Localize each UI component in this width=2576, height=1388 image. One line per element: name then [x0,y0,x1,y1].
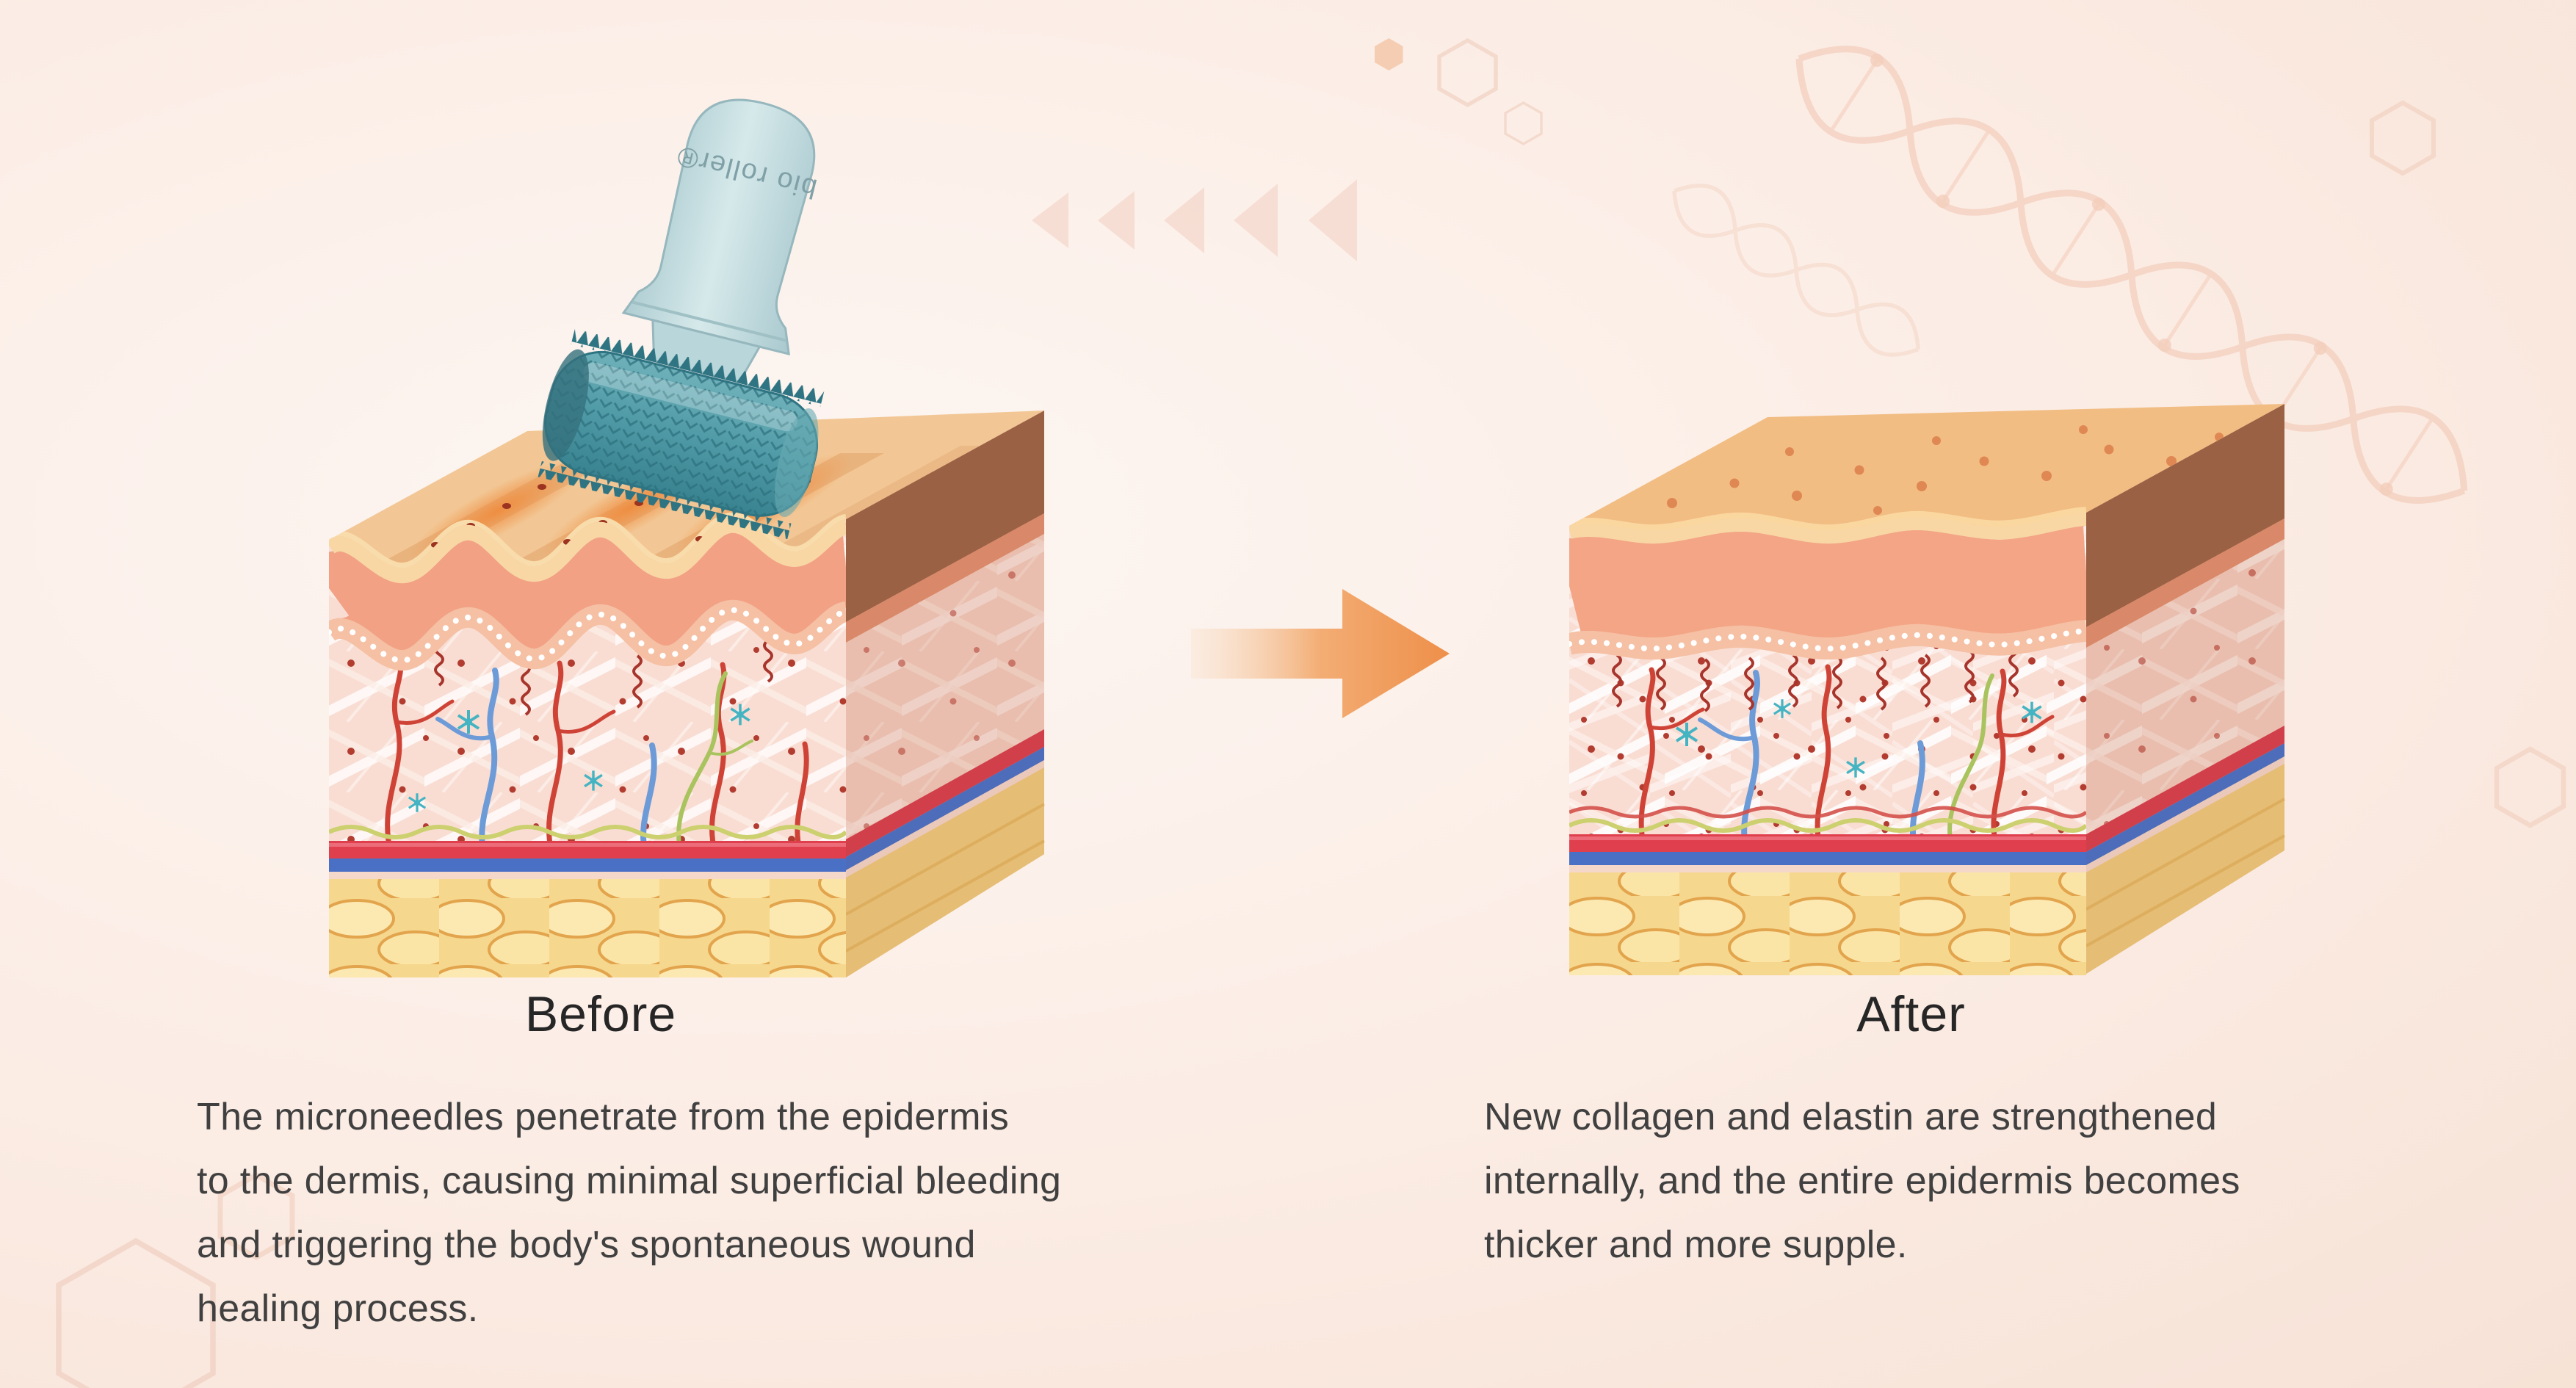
capillary-vessels [435,668,657,854]
elastin-band [329,825,846,839]
chevron-decoration [1032,179,1357,261]
roller-handle [621,98,816,356]
text-line: New collagen and elastin are strengthene… [1484,1096,2218,1138]
blood-vessels [1638,664,2055,846]
elastin-band [1569,818,2086,833]
after-label: After [1856,986,1966,1042]
after-skin-illustration [1569,404,2285,975]
roller-spikes-bottom [538,461,792,540]
capillary-wave [1569,806,2086,819]
epidermis-band [1569,573,2086,590]
derma-roller-illustration: bio roller® [538,98,825,540]
text-line: thicker and more supple. [1484,1223,1908,1266]
before-skin-illustration [329,411,1045,977]
after-description: New collagen and elastin are strengthene… [1484,1085,2527,1277]
before-description: The microneedles penetrate from the epid… [197,1085,1284,1341]
text-line: and triggering the body's spontaneous wo… [197,1223,976,1266]
transition-arrow-icon [1191,589,1450,718]
after-skin-front-face [1569,513,2086,975]
nerve-fibers [676,671,753,852]
before-label: Before [524,986,677,1042]
dna-helix-decoration [1672,46,2468,504]
nerve-fibers [1947,673,1994,847]
before-skin-side-face [845,411,1045,977]
text-line: internally, and the entire epidermis bec… [1484,1160,2240,1202]
fat-layer [1569,872,2086,975]
after-skin-top-face [1569,404,2284,531]
text-line: The microneedles penetrate from the epid… [197,1096,1010,1138]
skin-pores [1667,425,2224,515]
fat-layer [329,879,846,977]
text-line: healing process. [197,1287,479,1330]
vein-band [329,859,846,872]
text-line: to the dermis, causing minimal superfici… [197,1160,1062,1202]
vein-band [1569,852,2086,865]
roller-spikes-top [571,328,825,407]
before-skin-front-face [329,517,846,977]
after-skin-side-face [2085,404,2285,974]
blood-vessels [385,653,809,851]
